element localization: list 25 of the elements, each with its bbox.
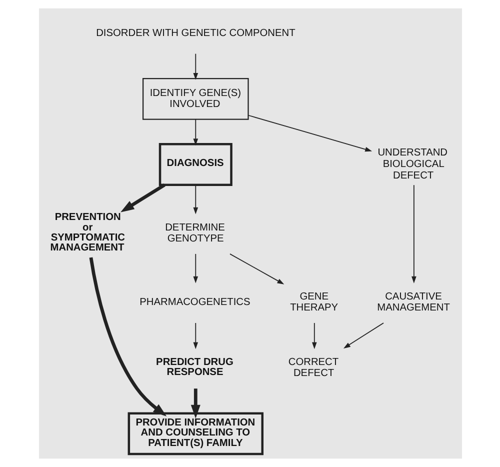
arrow [342,322,384,348]
node-text: DISORDER WITH GENETIC COMPONENT [96,28,295,39]
arrow [192,53,198,80]
arrow [192,184,198,214]
arrow [192,322,198,350]
node-text: PREDICT DRUG RESPONSE [156,356,233,378]
arrow [190,388,200,418]
node-text: UNDERSTAND BIOLOGICAL DEFECT [377,148,448,182]
arrow [229,253,284,284]
node-text: CAUSATIVE MANAGEMENT [376,291,450,314]
arrow [411,184,416,284]
arrow [88,257,166,416]
arrow [248,114,372,152]
node-text: DETERMINE GENOTYPE [164,222,224,245]
arrow [120,184,165,212]
node-box: DIAGNOSIS [158,143,232,186]
arrow [192,118,198,146]
node-box: PROVIDE INFORMATION AND COUNSELING TO PATIENT(S) FAMILY [127,412,263,456]
node-text: PHARMACOGENETICS [139,296,250,308]
node-text: CORRECT DEFECT [288,356,338,380]
arrow [192,253,198,284]
arrow [311,322,316,350]
node-box: IDENTIFY GENE(S) INVOLVED [142,78,248,120]
node-text: PREVENTION or SYMPTOMATIC MANAGEMENT [50,212,124,254]
node-text: GENE THERAPY [290,291,338,314]
